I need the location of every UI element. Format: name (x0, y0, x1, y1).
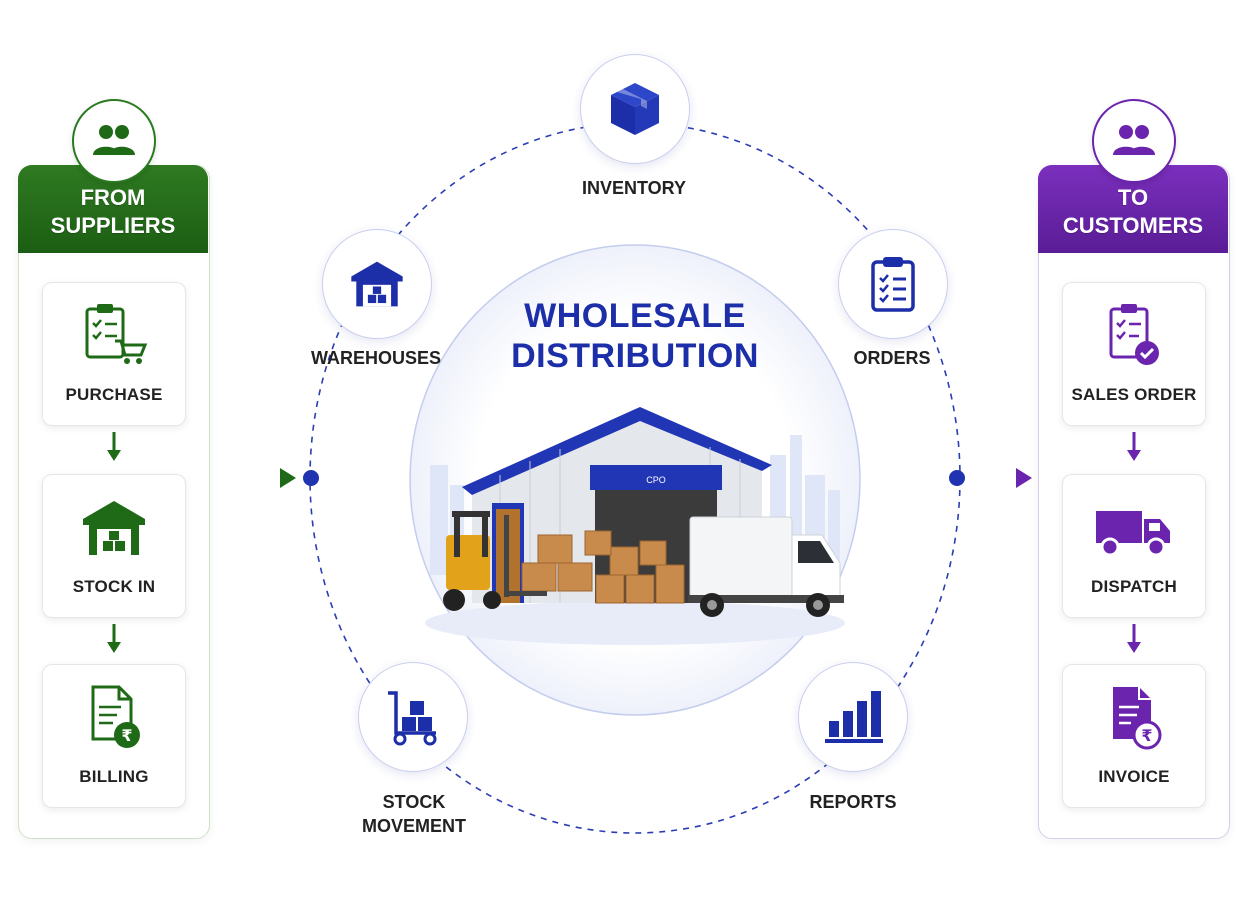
customers-avatar (1092, 99, 1176, 183)
module-stock-movement-line2: MOVEMENT (361, 816, 466, 836)
module-reports[interactable] (798, 662, 908, 772)
suppliers-title-line1: FROM (80, 185, 146, 210)
module-stock-movement-line1: STOCK (382, 792, 446, 812)
step-purchase-label: PURCHASE (65, 385, 163, 404)
module-inventory[interactable] (580, 54, 690, 164)
step-stock-in[interactable]: STOCK IN (42, 474, 186, 618)
step-billing-label: BILLING (79, 767, 149, 786)
users-icon (1113, 125, 1155, 155)
step-dispatch[interactable]: DISPATCH (1062, 474, 1206, 618)
clipboard-list-icon (871, 257, 915, 312)
module-inventory-label: INVENTORY (581, 178, 687, 198)
left-connector-dot (303, 470, 319, 486)
suppliers-avatar (72, 99, 156, 183)
step-dispatch-label: DISPATCH (1091, 577, 1177, 596)
step-sales-order[interactable]: SALES ORDER (1062, 282, 1206, 426)
module-stock-movement-label: STOCK MOVEMENT (340, 790, 488, 838)
door-label: CPO (646, 475, 666, 485)
arrow-down-icon (107, 432, 121, 461)
clipboard-cart-icon (85, 304, 148, 364)
warehouse-illustration: CPO (425, 407, 845, 645)
clipboard-check-icon (1109, 304, 1159, 365)
hand-truck-icon (388, 691, 437, 746)
bill-rupee-icon: ₹ (91, 685, 140, 748)
right-connector-dot (949, 470, 965, 486)
arrow-down-icon (1127, 432, 1141, 461)
customers-title-line2: CUSTOMERS (1062, 213, 1204, 238)
arrow-down-icon (107, 624, 121, 653)
invoice-rupee-icon: ₹ (1113, 687, 1162, 750)
module-stock-movement[interactable] (358, 662, 468, 772)
suppliers-title-line2: SUPPLIERS (50, 213, 176, 238)
center-title: WHOLESALE DISTRIBUTION (470, 296, 800, 376)
warehouse-icon (83, 501, 145, 555)
step-stock-in-label: STOCK IN (72, 577, 156, 596)
module-warehouses[interactable] (322, 229, 432, 339)
truck-icon (1096, 511, 1170, 557)
step-invoice-label: INVOICE (1098, 767, 1170, 786)
customers-title-line1: TO (1117, 185, 1149, 210)
bar-chart-icon (825, 691, 883, 743)
svg-text:₹: ₹ (121, 726, 132, 745)
center-title-line1: WHOLESALE (524, 297, 746, 335)
svg-text:₹: ₹ (1141, 726, 1152, 745)
step-purchase[interactable]: PURCHASE (42, 282, 186, 426)
module-warehouses-label: WAREHOUSES (310, 348, 442, 368)
users-icon (93, 125, 135, 155)
module-orders-label: ORDERS (853, 348, 931, 368)
warehouse-icon (351, 261, 403, 307)
arrow-down-icon (1127, 624, 1141, 653)
module-orders[interactable] (838, 229, 948, 339)
step-billing[interactable]: ₹ BILLING (42, 664, 186, 808)
box-icon (611, 83, 659, 135)
step-invoice[interactable]: ₹ INVOICE (1062, 664, 1206, 808)
step-sales-order-label: SALES ORDER (1071, 385, 1197, 404)
center-title-line2: DISTRIBUTION (511, 337, 759, 375)
customers-panel-header: TO CUSTOMERS (1038, 165, 1228, 253)
module-reports-label: REPORTS (809, 792, 897, 812)
